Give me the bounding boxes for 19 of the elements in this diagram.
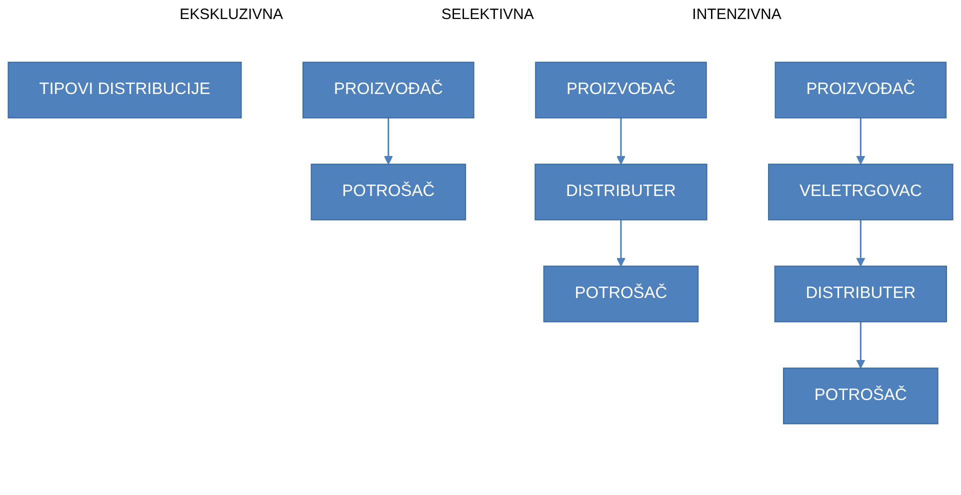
column-heading: EKSKLUZIVNA — [180, 6, 284, 23]
arrow — [616, 118, 626, 165]
arrow — [384, 118, 393, 165]
arrow — [856, 118, 866, 165]
arrow — [616, 220, 626, 267]
node-box: POTROŠAČ — [310, 164, 466, 220]
node-box: TIPOVI DISTRIBUCIJE — [8, 62, 242, 118]
node-box: DISTRIBUTER — [534, 164, 708, 220]
column-heading: INTENZIVNA — [692, 6, 782, 23]
node-box: PROIZVOĐAČ — [774, 62, 947, 118]
column-heading: SELEKTIVNA — [441, 6, 534, 23]
node-box: VELETRGOVAC — [768, 164, 954, 220]
node-box: DISTRIBUTER — [774, 266, 947, 322]
node-box: POTROŠAČ — [543, 266, 699, 322]
node-box: PROIZVOĐAČ — [535, 62, 707, 118]
node-box: PROIZVOĐAČ — [302, 62, 474, 118]
arrow — [856, 322, 866, 369]
node-box: POTROŠAČ — [783, 368, 938, 424]
arrow — [856, 220, 866, 267]
